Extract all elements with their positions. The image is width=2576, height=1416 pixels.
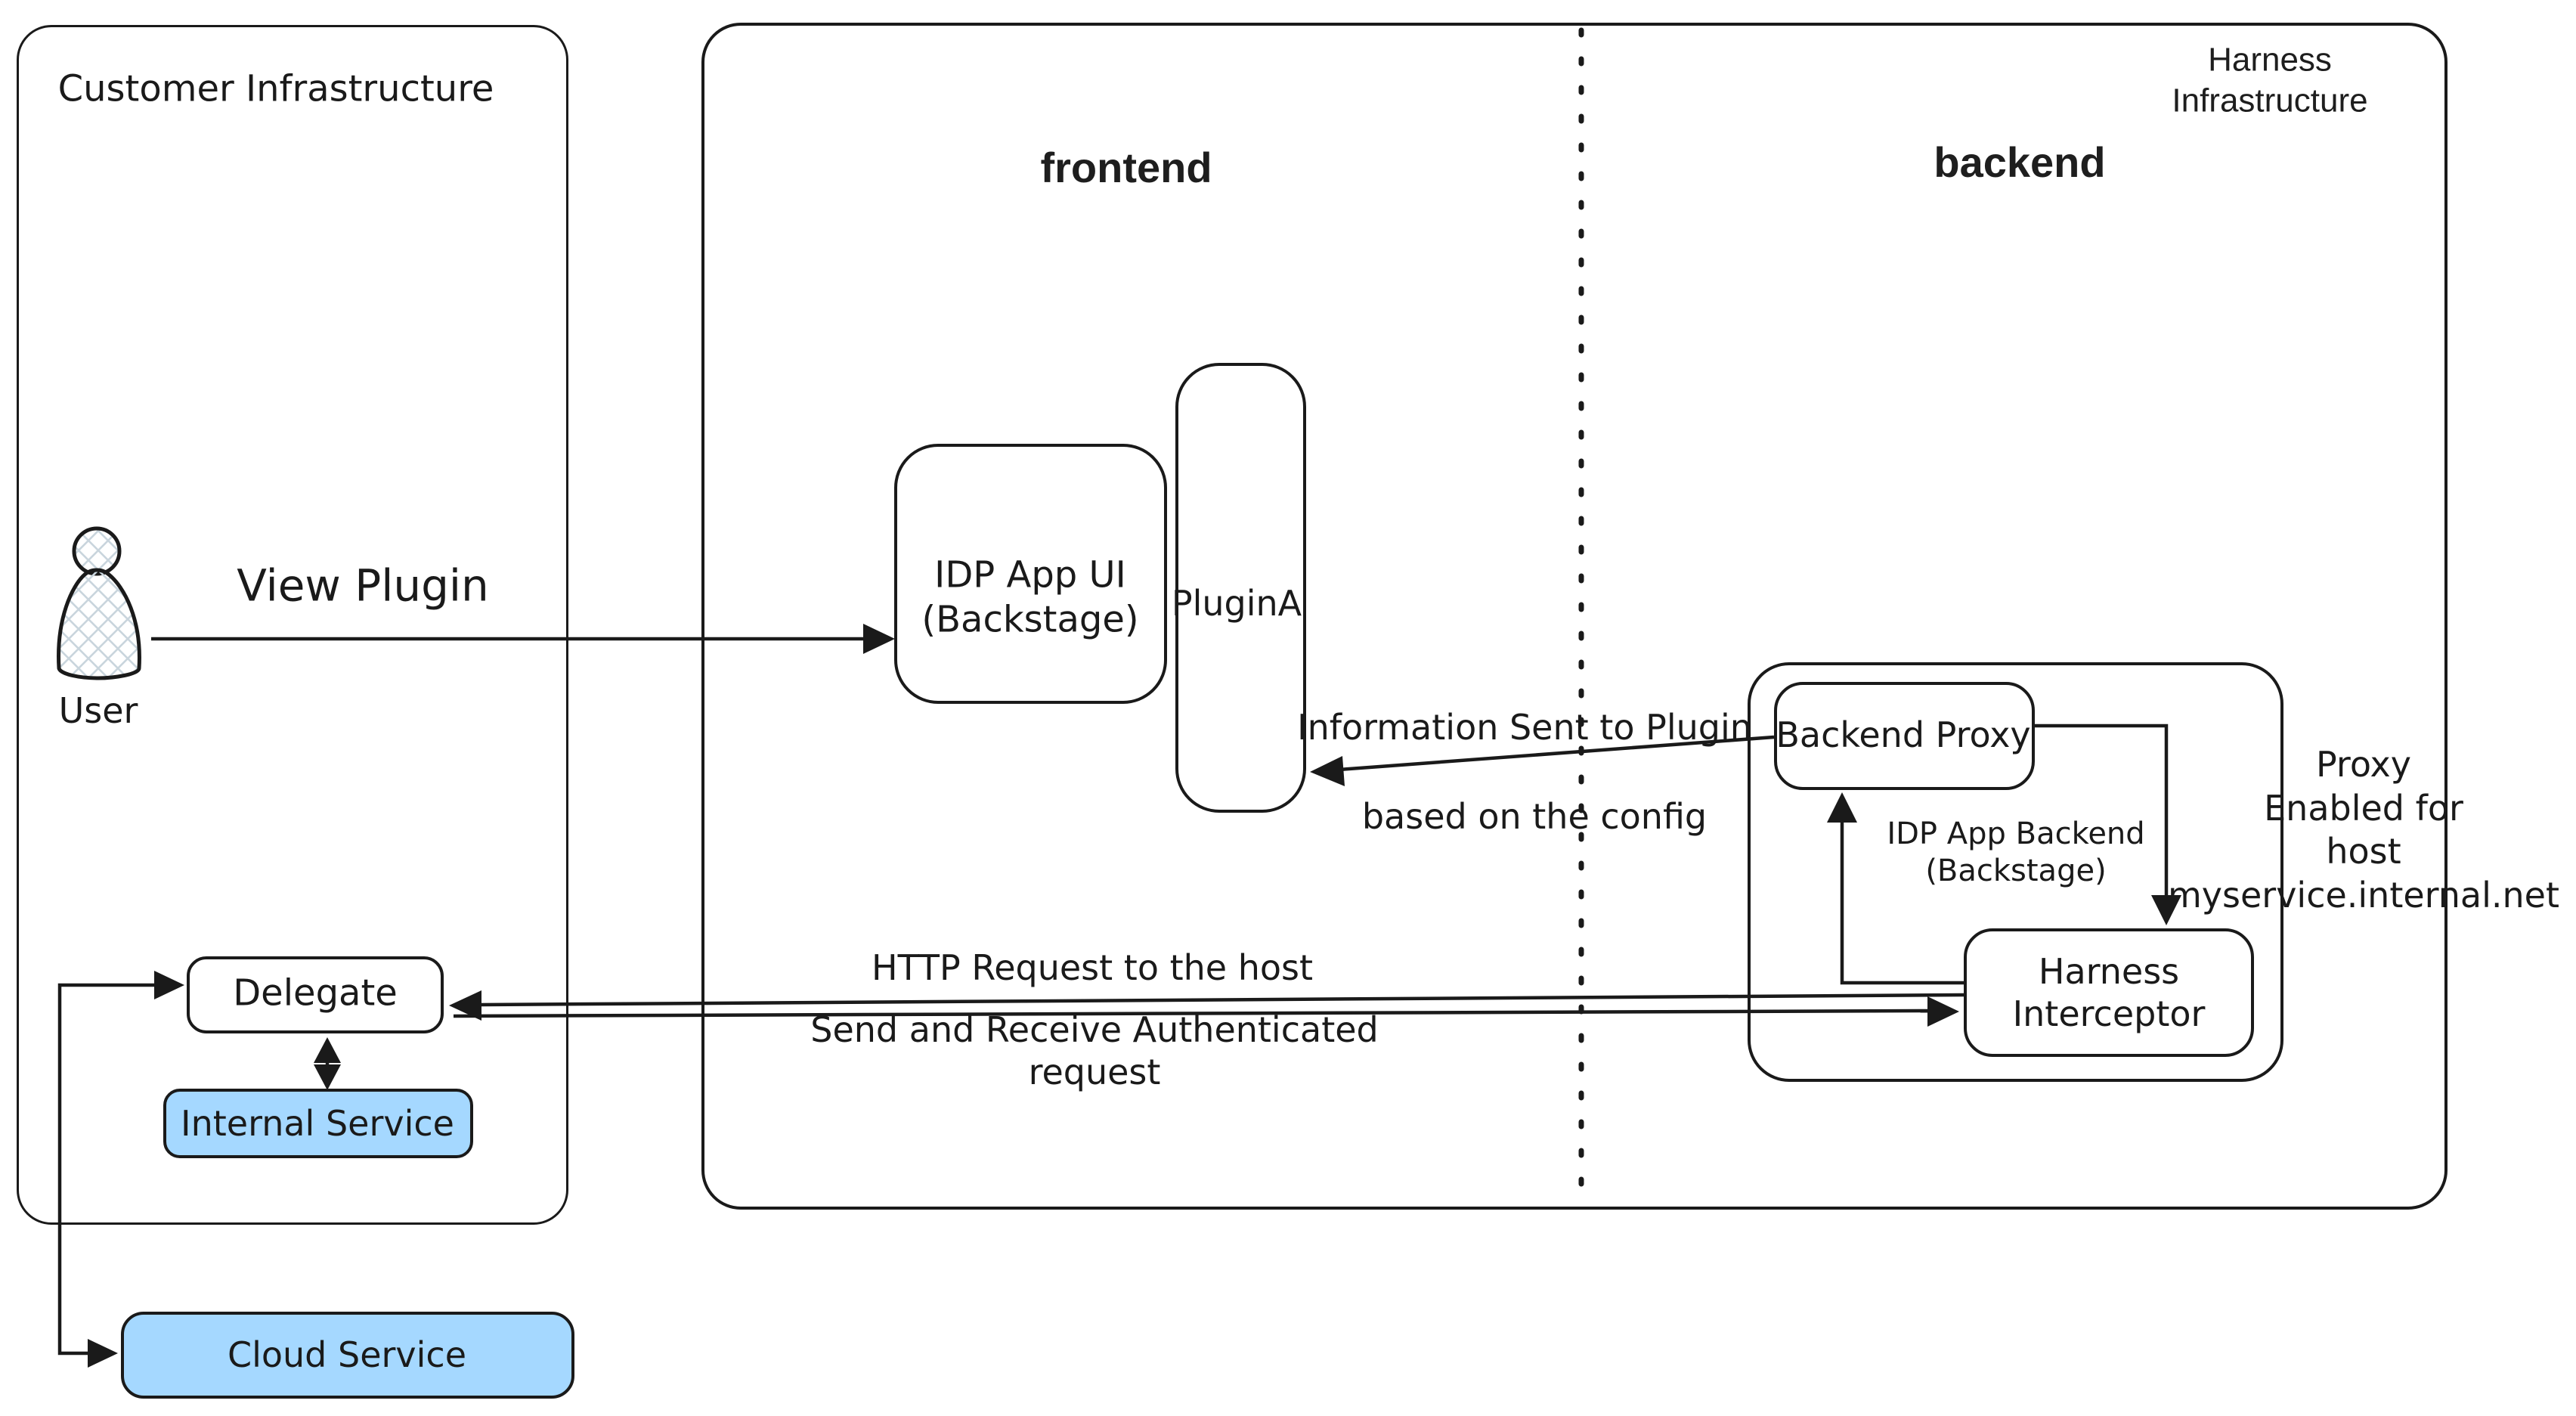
backend-proxy-box xyxy=(1774,682,2035,790)
interceptor-to-proxy-arrow xyxy=(1827,792,1964,985)
idp-app-backend-container xyxy=(1748,662,2283,1082)
customer-infrastructure-box xyxy=(17,25,568,1225)
info-sent-arrow xyxy=(1310,735,1775,786)
harness-interceptor-label: Harness Interceptor xyxy=(2012,950,2206,1034)
harness-interceptor-box xyxy=(1964,928,2254,1057)
plugin-a-label: PluginA xyxy=(1171,582,1302,624)
proxy-enabled-annotation: Proxy Enabled for host myservice.interna… xyxy=(2167,744,2560,916)
info-sent-annotation-line1: Information Sent to Plugin xyxy=(1297,706,1752,748)
idp-app-backend-label: IDP App Backend (Backstage) xyxy=(1887,816,2145,888)
send-receive-line xyxy=(453,996,1959,1027)
user-icon xyxy=(57,526,141,680)
internal-service-label: Internal Service xyxy=(181,1102,454,1144)
harness-infrastructure-box xyxy=(701,23,2448,1210)
proxy-to-interceptor-arrow xyxy=(2035,723,2181,925)
plugin-a-box xyxy=(1175,363,1306,813)
cloud-service-box xyxy=(121,1312,574,1399)
backend-label: backend xyxy=(1934,138,2106,186)
view-plugin-arrow xyxy=(151,624,895,654)
delegate-box xyxy=(187,956,444,1033)
idp-app-ui-label: IDP App UI (Backstage) xyxy=(921,553,1139,640)
delegate-label: Delegate xyxy=(233,971,398,1015)
user-label: User xyxy=(58,689,138,731)
send-receive-annotation: Send and Receive Authenticated request xyxy=(810,1009,1379,1092)
http-request-annotation: HTTP Request to the host xyxy=(871,947,1314,988)
view-plugin-annotation: View Plugin xyxy=(237,559,489,612)
idp-app-ui-box xyxy=(894,444,1167,704)
customer-infrastructure-label: Customer Infrastructure xyxy=(57,67,494,110)
backend-proxy-label: Backend Proxy xyxy=(1776,714,2031,755)
info-sent-annotation-line2: based on the config xyxy=(1361,795,1708,837)
frontend-label: frontend xyxy=(1040,143,1212,191)
http-request-line xyxy=(449,990,1965,1021)
cloud-service-label: Cloud Service xyxy=(227,1334,467,1375)
delegate-cloud-connector xyxy=(57,971,184,1368)
delegate-internal-arrow xyxy=(314,1037,341,1090)
internal-service-box xyxy=(163,1089,473,1158)
harness-infrastructure-label: Harness Infrastructure xyxy=(2172,41,2368,119)
